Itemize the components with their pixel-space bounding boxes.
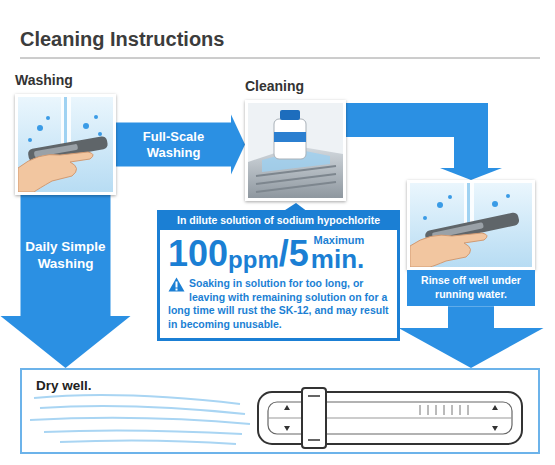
arrow-band [116, 123, 231, 167]
warning-triangle [169, 278, 185, 292]
title-rule [20, 58, 540, 59]
arrow-band [448, 306, 494, 328]
dose-value: ppm [228, 248, 279, 272]
photo-node: Washing [15, 72, 116, 195]
rinse-text-ground: Rinse off well under running water. [407, 270, 535, 306]
dose-limit: Maximummin. [311, 234, 364, 272]
flow-arrow [1, 195, 131, 368]
warning-icon [168, 277, 185, 292]
rinse-photo [410, 183, 532, 267]
arrow-head [399, 328, 544, 368]
warning-bar [176, 282, 178, 288]
warning-block: Soaking in solution for too long, or lea… [160, 272, 397, 338]
step-heading: Cleaning [245, 78, 346, 98]
flow-arrow [116, 115, 245, 175]
arrow-band [346, 120, 471, 168]
diagram-title: Cleaning Instructions [20, 28, 224, 51]
cleaning-photo [248, 103, 343, 198]
step-heading: Washing [15, 72, 116, 92]
photo-frame [15, 94, 116, 195]
flow-arrow [346, 120, 502, 180]
dose-value: 5 [289, 236, 309, 272]
dose-value: 100 [168, 236, 228, 272]
warning-text: Soaking in solution for too long, or lea… [168, 277, 389, 332]
step-heading: Dry well. [36, 378, 92, 393]
callout-title-bar: In dilute solution of sodium hypochlorit… [160, 213, 397, 230]
dose-value: / [279, 236, 289, 272]
dose-qualifier: Maximum [311, 234, 364, 246]
flow-arrow [399, 306, 544, 368]
dose-row: 100ppm/5Maximummin. [160, 230, 397, 272]
photo-node: Cleaning [245, 78, 346, 201]
callout-title: In dilute solution of sodium hypochlorit… [164, 214, 393, 226]
dose-unit: min. [311, 246, 364, 272]
arrow-head [440, 168, 502, 180]
arrow-head [231, 115, 245, 175]
step-instruction: Rinse off well under running water. [410, 274, 532, 301]
warning-dot [176, 289, 178, 291]
photo-frame [245, 100, 346, 201]
washing-photo [18, 97, 113, 192]
arrow-head [1, 316, 131, 368]
wind-lines [30, 395, 250, 444]
edge-label: Daily Simple Washing [16, 239, 116, 271]
sk12-tool [258, 388, 522, 448]
band-node: Dry well. [20, 368, 540, 454]
rinse-node: Rinse off well under running water. [407, 180, 535, 306]
photo-frame [407, 180, 535, 270]
callout-node: In dilute solution of sodium hypochlorit… [157, 210, 400, 341]
edge-label: Full-Scale Washing [120, 129, 227, 160]
